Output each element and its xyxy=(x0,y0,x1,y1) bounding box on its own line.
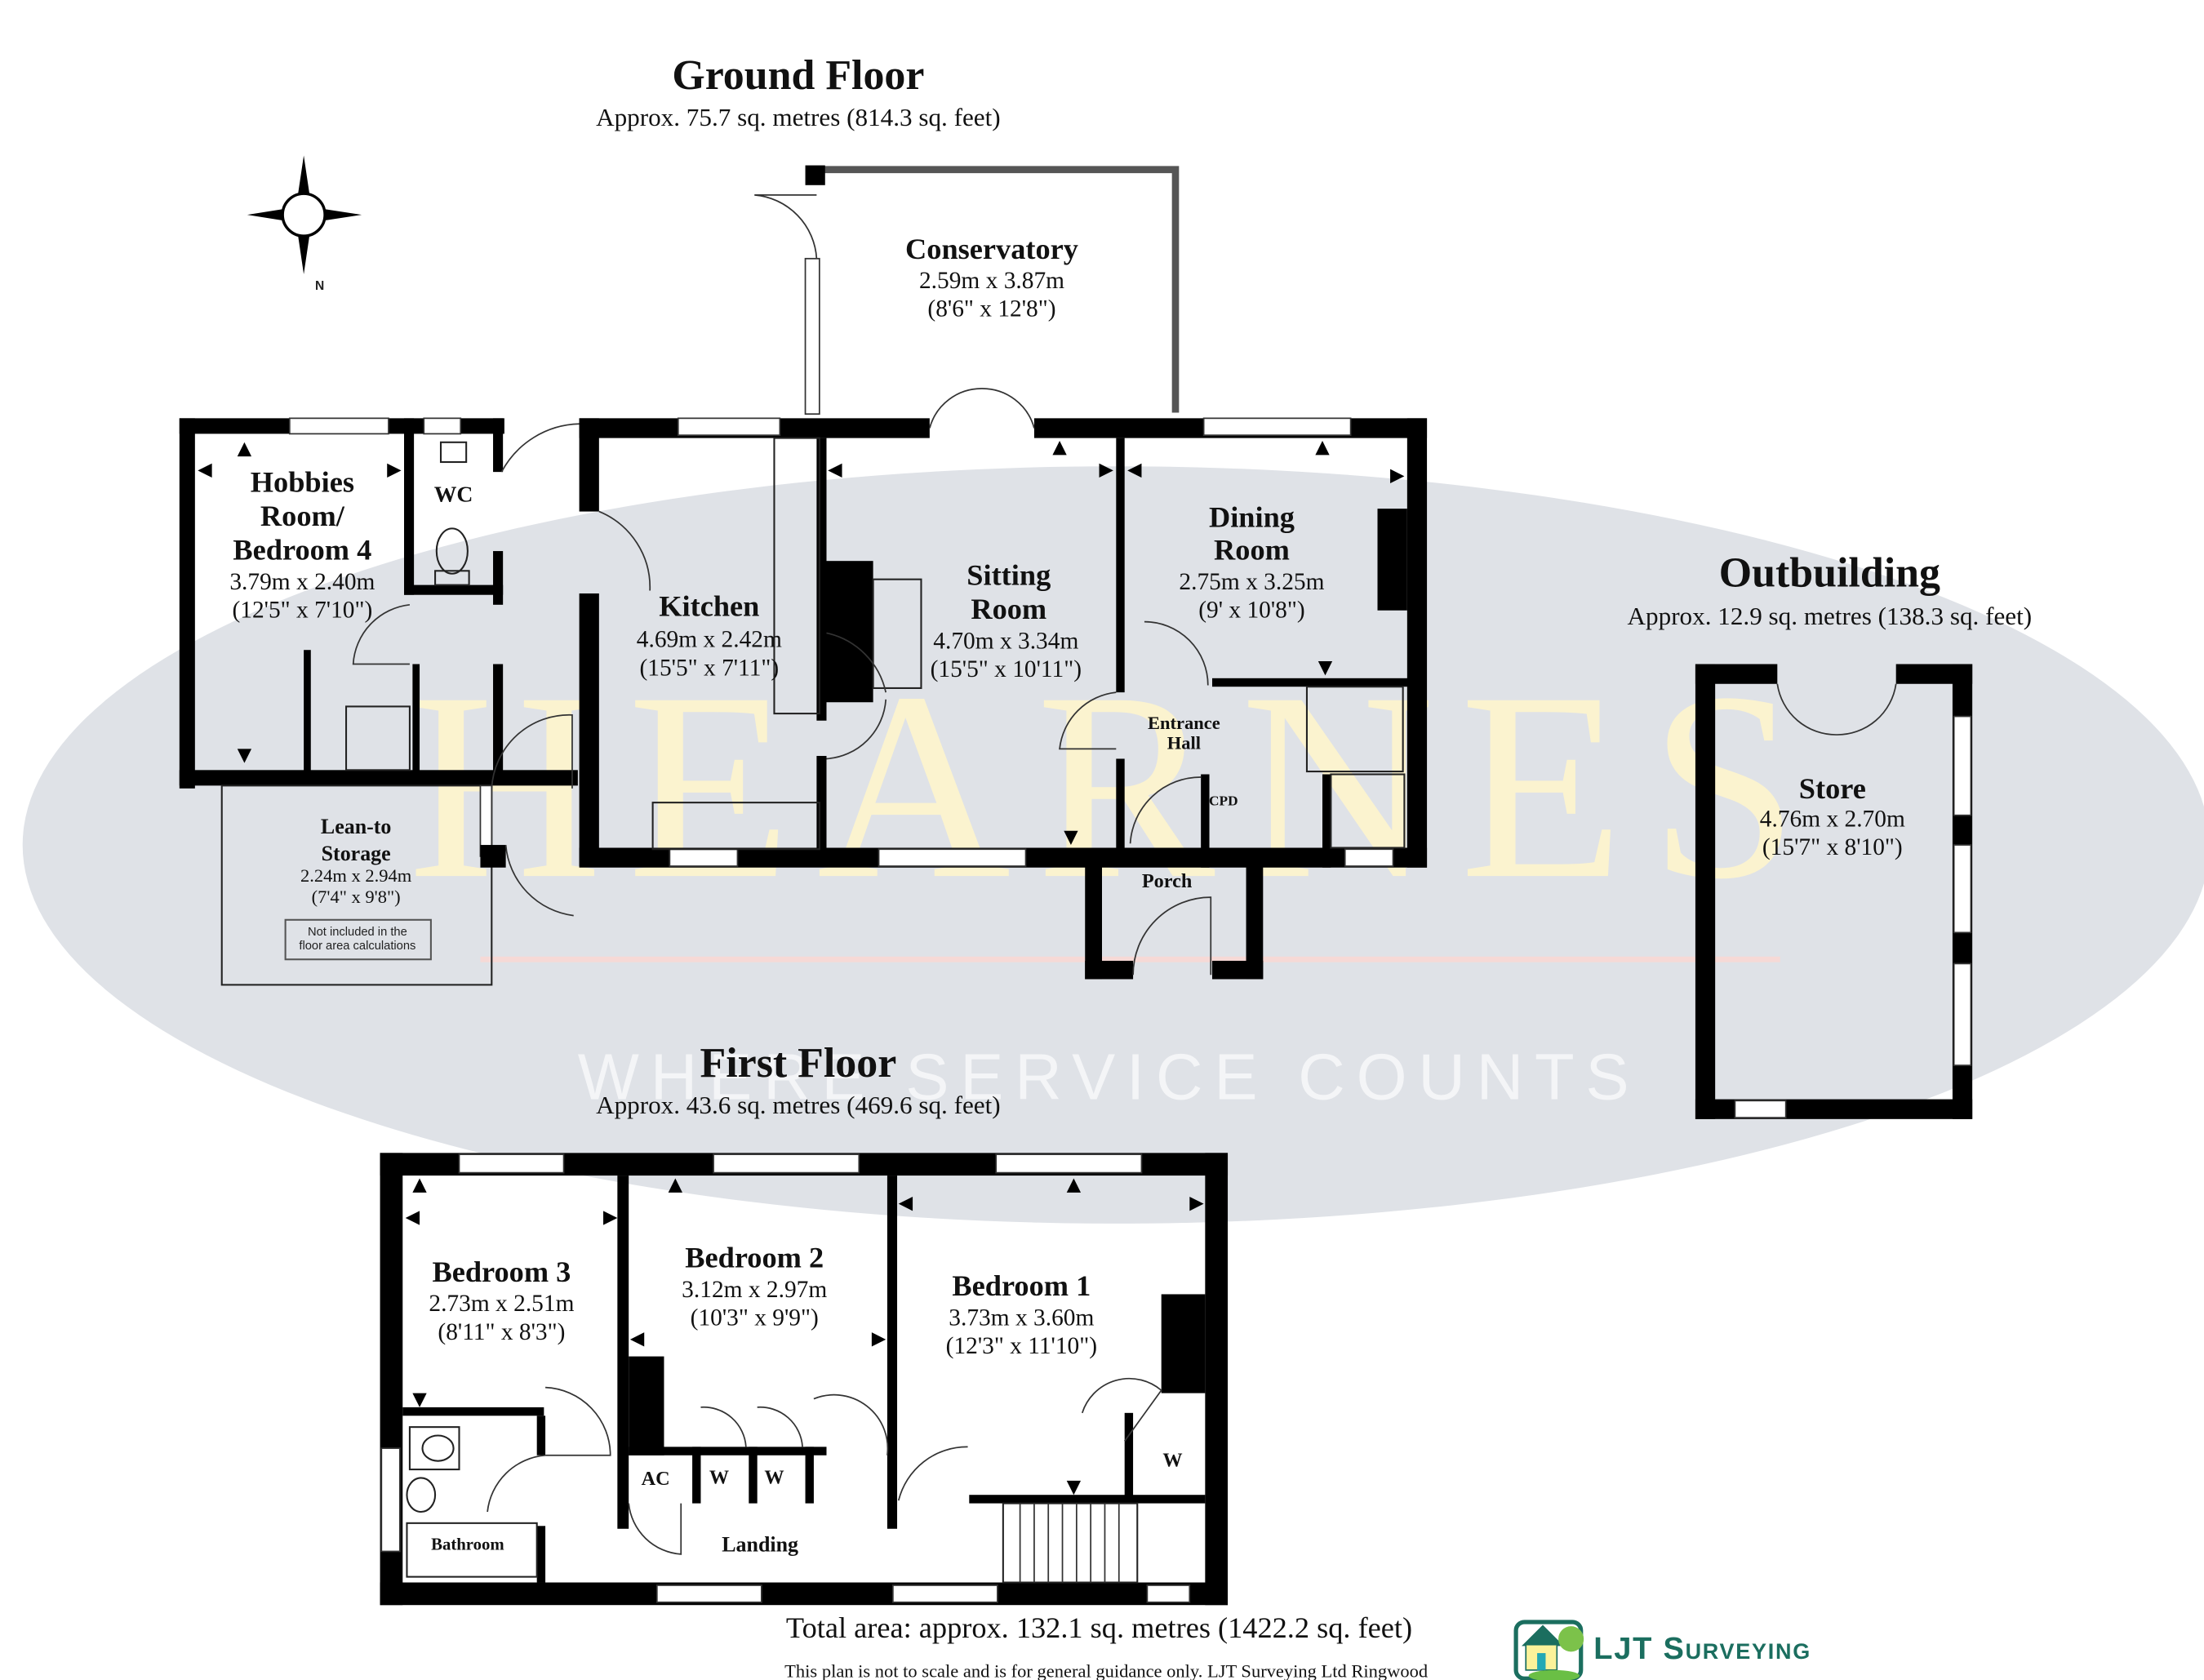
leanto-name-1: Lean-to xyxy=(321,815,392,838)
dining-room-imperial: (9' x 10'8") xyxy=(1198,597,1304,623)
wc-label: WC xyxy=(434,481,473,506)
compass-north-label: N xyxy=(315,279,324,293)
sitting-room-metric: 4.70m x 3.34m xyxy=(933,628,1078,654)
conservatory-imperial: (8'6" x 12'8") xyxy=(927,296,1055,322)
entrance-hall-name-1: Entrance xyxy=(1148,713,1220,733)
leanto-note-1: Not included in the xyxy=(308,926,407,939)
store-metric: 4.76m x 2.70m xyxy=(1760,807,1905,833)
bedroom-2-imperial: (10'3" x 9'9") xyxy=(691,1305,819,1331)
first-floor-title: First Floor xyxy=(700,1040,897,1087)
ljt-surveying-logo: LJT Surveying xyxy=(1513,1620,1811,1680)
dining-room-name-2: Room xyxy=(1214,533,1290,566)
cpd-label: CPD xyxy=(1209,793,1238,809)
wardrobe-2-label: W xyxy=(764,1466,784,1488)
watermark-ellipse xyxy=(23,466,2204,1224)
bedroom-3-imperial: (8'11" x 8'3") xyxy=(438,1319,565,1345)
porch-label: Porch xyxy=(1142,870,1193,892)
hobbies-room-metric: 3.79m x 2.40m xyxy=(229,569,375,595)
bedroom-2-name: Bedroom 2 xyxy=(685,1242,824,1274)
bedroom-3-metric: 2.73m x 2.51m xyxy=(429,1291,574,1317)
leanto-imperial: (7'4" x 9'8") xyxy=(312,887,401,907)
sitting-room-imperial: (15'5" x 10'11") xyxy=(931,656,1082,682)
bedroom-1-imperial: (12'3" x 11'10") xyxy=(946,1333,1097,1359)
logo-text: LJT Surveying xyxy=(1593,1632,1811,1666)
outbuilding-title: Outbuilding xyxy=(1719,549,1940,596)
outbuilding-area: Approx. 12.9 sq. metres (138.3 sq. feet) xyxy=(1628,602,2033,630)
hobbies-room-imperial: (12'5" x 7'10") xyxy=(232,597,372,623)
landing-label: Landing xyxy=(722,1532,798,1556)
bedroom-1-name: Bedroom 1 xyxy=(952,1269,1091,1302)
conservatory-metric: 2.59m x 3.87m xyxy=(919,268,1064,294)
total-area: Total area: approx. 132.1 sq. metres (14… xyxy=(786,1611,1412,1644)
hobbies-block-walls xyxy=(179,417,580,789)
bedroom-2-metric: 3.12m x 2.97m xyxy=(682,1277,827,1303)
bathroom-label: Bathroom xyxy=(431,1536,504,1554)
ground-floor-area: Approx. 75.7 sq. metres (814.3 sq. feet) xyxy=(596,103,1001,131)
kitchen-imperial: (15'5" x 7'11") xyxy=(639,655,779,681)
hobbies-room-name-1: Hobbies xyxy=(251,465,354,498)
outbuilding-walls xyxy=(1695,664,1973,1119)
bedroom-3-name: Bedroom 3 xyxy=(432,1256,571,1288)
disclaimer: This plan is not to scale and is for gen… xyxy=(784,1660,1428,1680)
conservatory-outline xyxy=(754,165,1180,416)
watermark-tagline: WHERE SERVICE COUNTS xyxy=(578,1041,1641,1113)
watermark-brand: HEARNES xyxy=(408,638,1824,935)
kitchen-metric: 4.69m x 2.42m xyxy=(637,627,782,653)
kitchen-name: Kitchen xyxy=(659,590,759,623)
store-name: Store xyxy=(1799,772,1866,805)
porch-walls xyxy=(1085,866,1264,980)
store-imperial: (15'7" x 8'10") xyxy=(1762,834,1903,860)
watermark-rule xyxy=(480,956,1780,962)
dining-room-name-1: Dining xyxy=(1209,501,1295,534)
conservatory-name: Conservatory xyxy=(905,233,1078,265)
watermark: HEARNES WHERE SERVICE COUNTS xyxy=(23,466,2204,1224)
first-floor-area: Approx. 43.6 sq. metres (469.6 sq. feet) xyxy=(596,1091,1001,1119)
compass-icon: N xyxy=(247,155,362,293)
sitting-room-name-2: Room xyxy=(971,593,1046,625)
hobbies-room-name-3: Bedroom 4 xyxy=(233,533,371,566)
leanto-metric: 2.24m x 2.94m xyxy=(300,865,412,886)
entrance-hall-name-2: Hall xyxy=(1167,732,1201,753)
hobbies-room-name-2: Room/ xyxy=(260,500,345,532)
measurement-arrows xyxy=(198,441,1405,1496)
bedroom-1-metric: 3.73m x 3.60m xyxy=(949,1305,1094,1331)
main-block-walls xyxy=(579,388,1428,868)
wardrobe-1-label: W xyxy=(709,1466,729,1488)
leanto-outline xyxy=(220,713,574,986)
sitting-room-name-1: Sitting xyxy=(966,559,1051,592)
first-floor-walls xyxy=(380,1153,1229,1606)
wardrobe-3-label: W xyxy=(1162,1450,1182,1472)
leanto-note-2: floor area calculations xyxy=(299,940,415,953)
leanto-name-2: Storage xyxy=(322,842,391,865)
dining-room-metric: 2.75m x 3.25m xyxy=(1179,569,1324,595)
ground-floor-title: Ground Floor xyxy=(672,52,924,99)
ac-label: AC xyxy=(642,1468,670,1490)
